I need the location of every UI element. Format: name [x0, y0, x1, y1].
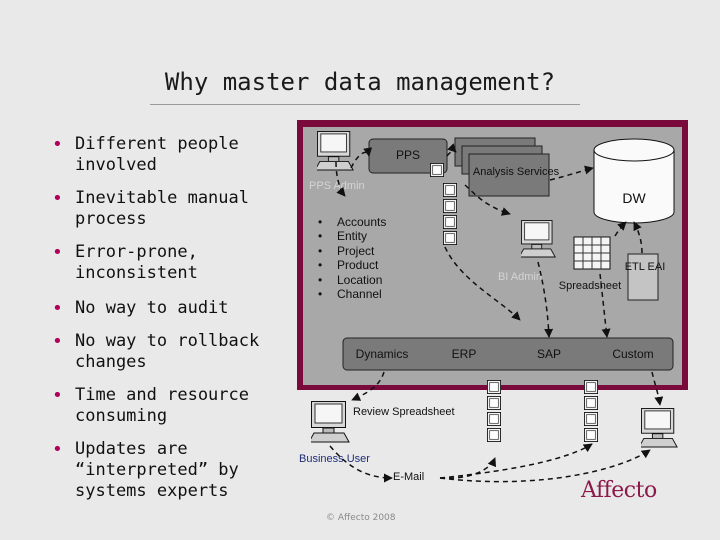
bullet-text: Inevitable manual process: [75, 188, 249, 229]
bullet-dot: •: [52, 385, 63, 406]
affecto-logo: Affecto: [581, 478, 657, 503]
bullet-dot: •: [52, 242, 63, 263]
dimension-item: Accounts: [337, 215, 386, 229]
dimension-list: • Accounts • Entity • Project • Product • Loc…: [318, 215, 386, 301]
bullet-text: Time and resource consuming: [75, 385, 249, 426]
erp-server-stack-icon: [487, 380, 501, 442]
bi-admin-computer-icon: [521, 220, 556, 258]
bullet-text: Updates are “interpreted” by systems exp…: [75, 439, 239, 501]
spreadsheet-icon: [573, 236, 611, 270]
dimension-item: Channel: [337, 287, 382, 301]
bullet-dot: •: [52, 188, 63, 209]
review-spreadsheet-label: Review Spreadsheet: [353, 406, 455, 418]
dw-label: DW: [622, 190, 646, 206]
svg-text:•: •: [318, 215, 322, 229]
flow-arrows: [329, 143, 664, 483]
svg-text:•: •: [318, 258, 322, 272]
source-systems-bar: [342, 337, 674, 371]
dimension-item: Project: [337, 244, 375, 258]
analysis-services-box: [468, 153, 550, 197]
bullet-dot: •: [52, 439, 63, 460]
svg-text:•: •: [318, 273, 322, 287]
dimension-item: Entity: [337, 229, 367, 243]
bullet-dot: •: [52, 134, 63, 155]
slide-title: Why master data management?: [164, 68, 556, 96]
review-computer-icon: [311, 400, 350, 443]
bullet-text: Different people involved: [75, 134, 239, 175]
bullet-dot: •: [52, 331, 63, 352]
copyright-footer: © Affecto 2008: [326, 513, 396, 523]
bullet-dot: •: [52, 298, 63, 319]
analysis-services-label: Analysis Services: [473, 166, 560, 178]
custom-computer-icon: [641, 408, 678, 448]
email-label: E-Mail: [393, 471, 424, 483]
system-erp-label: ERP: [452, 347, 477, 361]
sap-server-stack-icon: [584, 380, 598, 442]
title-underline: [150, 104, 580, 105]
dimension-item: Product: [337, 258, 379, 272]
pps-admin-computer-icon: [317, 131, 354, 171]
svg-text:•: •: [318, 287, 322, 301]
dw-database-icon: [593, 138, 675, 224]
system-custom-label: Custom: [612, 347, 653, 361]
bullet-text: No way to audit: [75, 298, 229, 318]
svg-text:•: •: [318, 244, 322, 258]
dimension-item: Location: [337, 273, 382, 287]
spreadsheet-label: Spreadsheet: [559, 280, 621, 292]
business-user-label: Business User: [299, 453, 370, 465]
etl-eai-box: [627, 253, 659, 301]
pps-admin-label: PPS Admin: [309, 180, 365, 192]
bullet-text: Error-prone, inconsistent: [75, 242, 198, 283]
system-sap-label: SAP: [537, 347, 561, 361]
pps-label: PPS: [396, 148, 420, 162]
bullet-text: No way to rollback changes: [75, 331, 260, 372]
etl-eai-label: ETL EAI: [625, 261, 666, 273]
system-dynamics-label: Dynamics: [356, 347, 409, 361]
svg-text:•: •: [318, 229, 322, 243]
bi-admin-label: BI Admin: [498, 271, 542, 283]
